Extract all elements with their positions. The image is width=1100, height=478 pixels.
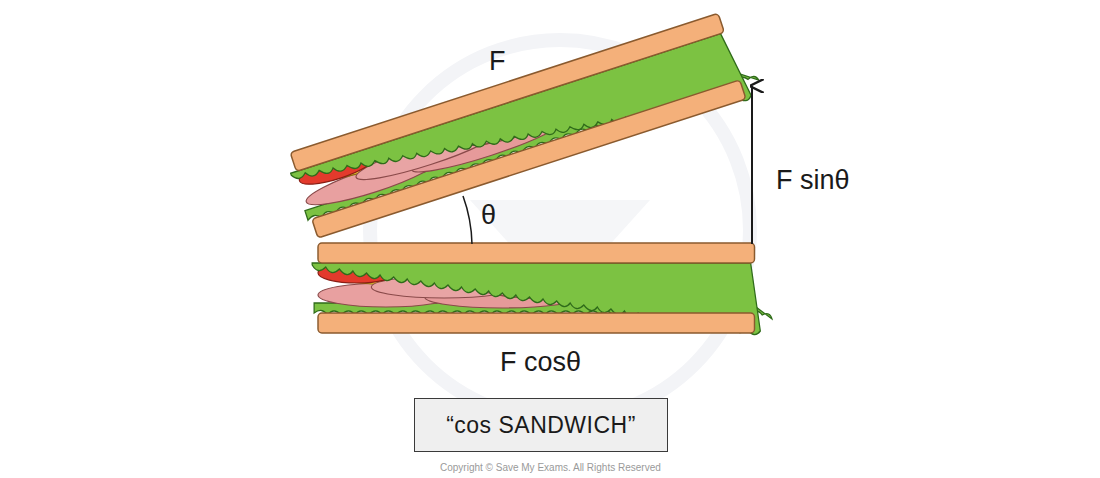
angle-label: θ xyxy=(481,201,496,231)
caption-text: “cos SANDWICH” xyxy=(446,412,636,439)
force-label: F xyxy=(489,47,506,77)
caption-box: “cos SANDWICH” xyxy=(414,398,668,452)
copyright-note: Copyright © Save My Exams. All Rights Re… xyxy=(440,462,661,473)
component-label: F sinθ xyxy=(776,166,850,196)
component-label: F cosθ xyxy=(500,348,581,378)
